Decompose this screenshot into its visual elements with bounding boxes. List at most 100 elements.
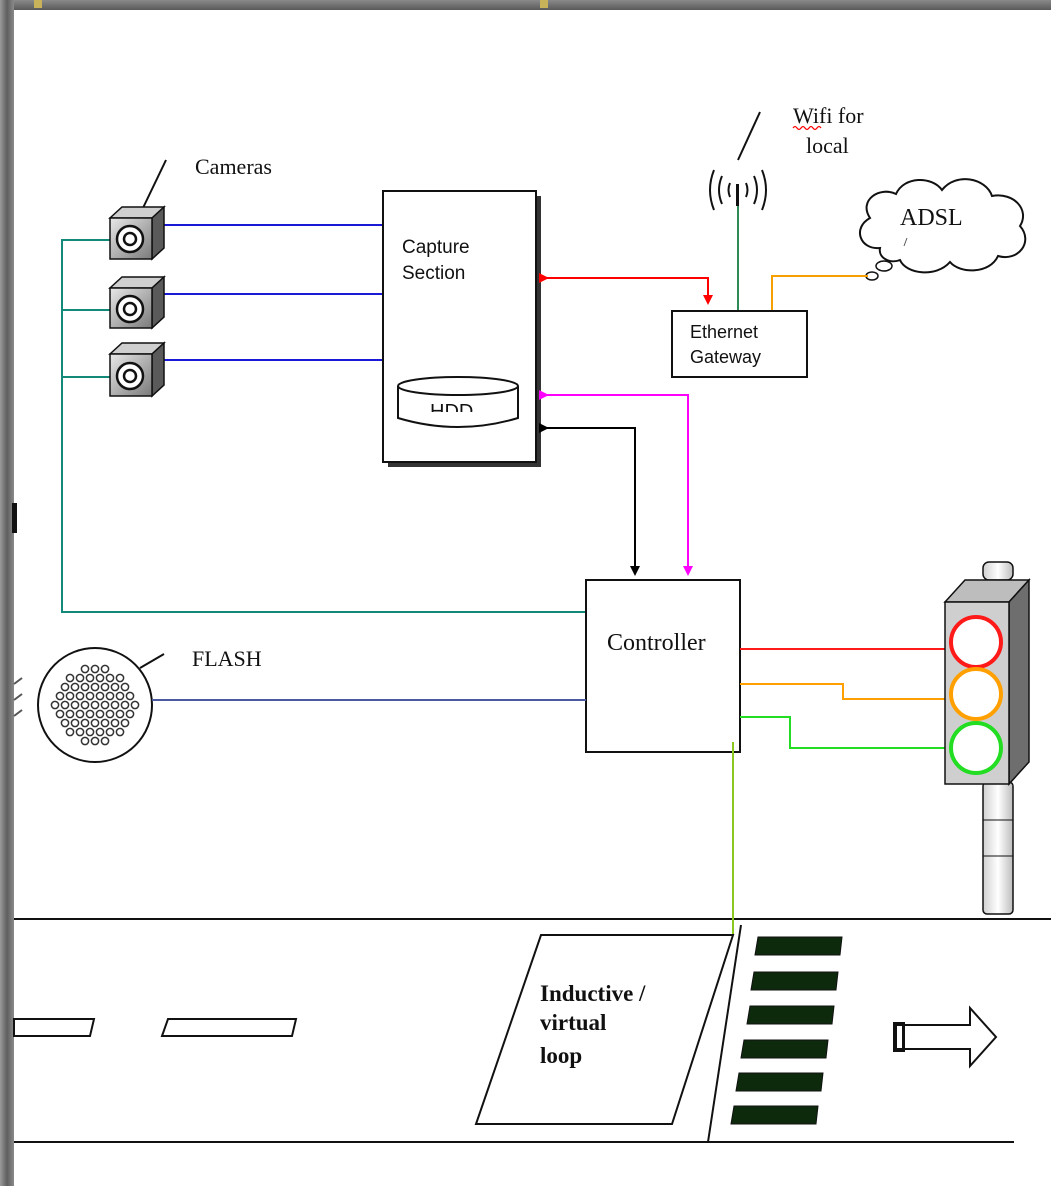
stop-line [707,924,742,1143]
controller-label: Controller [607,630,706,656]
flash-led-dot [60,682,70,692]
inductive-loop [474,934,735,1125]
flash-led-dot [100,736,110,746]
flash-led-dot [95,691,105,701]
flash-led-dot [120,700,130,710]
flash-led-dot [110,682,120,692]
gateway-label-line2: Gateway [690,347,761,367]
flash-led-dot [105,673,115,683]
flash-led-dot [80,736,90,746]
flash-label: FLASH [192,646,262,671]
flash-led-dot [55,709,65,719]
flash-led-dot [90,700,100,710]
hdd-controller-link [539,390,693,576]
loop-label-line2: virtual [540,1010,606,1035]
red-lamp [949,615,1003,669]
flash-led-dot [100,682,110,692]
flash-led-dot [70,700,80,710]
flash-led-dot [125,691,135,701]
adsl-gateway-link [771,275,868,311]
direction-arrow-icon [893,1005,998,1069]
camera-3 [108,341,166,398]
flash-led-dot [115,727,125,737]
flash-led-dot [60,700,70,710]
camera-1 [108,159,167,261]
camera-2 [108,275,166,330]
flash-led-dot [120,682,130,692]
crosswalk [730,936,843,1125]
flash-led-dot [120,718,130,728]
camera-controller-bus [61,239,586,613]
controller-light-links [740,648,945,749]
flash-led-dot [70,718,80,728]
flash-led-dot [100,700,110,710]
loop-label-line1: Inductive / [540,981,646,1006]
hdd-cylinder [397,376,519,428]
flash-led-dot [105,727,115,737]
flash-led-dot [85,673,95,683]
flash-led-dot [65,691,75,701]
green-lamp [949,721,1003,775]
flash-led-dot [80,700,90,710]
flash-led-dot [105,709,115,719]
gateway-label-line1: Ethernet [690,322,758,342]
flash-led-dot [85,709,95,719]
road [13,918,1051,1143]
flash-led-dot [110,700,120,710]
flash-led-dot [65,727,75,737]
amber-lamp [949,667,1003,721]
flash-led-dot [75,727,85,737]
ethernet-gateway-box [671,310,808,378]
flash-led-dot [65,709,75,719]
flash-led-dot [90,718,100,728]
capture-controller-link [539,423,640,576]
wifi-antenna-icon [709,111,767,211]
flash-led-dot [125,709,135,719]
adsl-cloud [859,178,1027,281]
adsl-label: ADSL [900,205,963,231]
wifi-label-line2: local [806,133,849,158]
flash-led-dot [90,682,100,692]
flash-led-dot [110,718,120,728]
flash-led-dot [75,709,85,719]
camera-links [162,224,383,361]
flash-led-dot [85,727,95,737]
flash-led-dot [75,691,85,701]
flash-led-dot [95,673,105,683]
spellcheck-underline [792,125,822,131]
flash-led-dot [115,673,125,683]
flash-led-dot [105,691,115,701]
flash-led-dot [90,736,100,746]
flash-led-dot [95,709,105,719]
flash-led-dot [70,682,80,692]
flash-led-dot [50,700,60,710]
flash-led-dot [115,709,125,719]
flash-led-dot [95,727,105,737]
loop-label-line3: loop [540,1043,582,1068]
flash-led-dot [100,664,110,674]
flash-led-dot [85,691,95,701]
flash-led-dot [60,718,70,728]
capture-label-line2: Section [402,263,465,284]
flash-icon [37,647,165,763]
flash-led-dot [115,691,125,701]
hdd-label: HDD [430,401,473,423]
capture-gateway-link [539,273,713,305]
flash-led-dot [80,682,90,692]
traffic-light [943,561,1031,915]
cameras-label: Cameras [195,154,272,179]
flash-led-dot [90,664,100,674]
flash-led-dot [75,673,85,683]
flash-led-dot [55,691,65,701]
wifi-label-line1: Wifi for [793,103,864,128]
flash-led-dot [80,718,90,728]
capture-label-line1: Capture [402,237,470,258]
flash-led-dot [80,664,90,674]
flash-led-dot [130,700,140,710]
controller-box [585,579,741,753]
flash-led-dot [65,673,75,683]
flash-led-dot [100,718,110,728]
